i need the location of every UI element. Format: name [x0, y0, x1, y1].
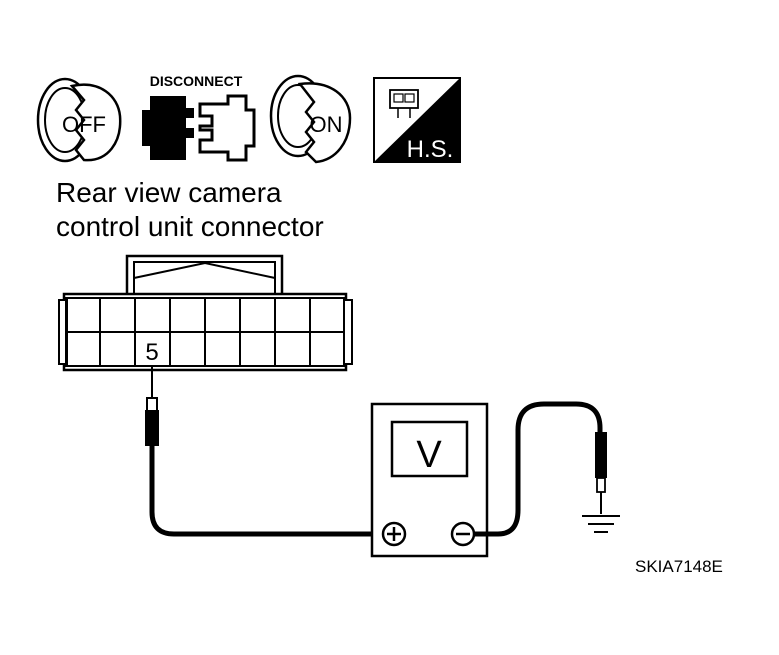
- connector-title-line2: control unit connector: [56, 211, 324, 242]
- ignition-on-icon: ON: [269, 74, 352, 164]
- harness-side-icon: H.S.: [373, 77, 461, 163]
- positive-terminal-icon: [381, 521, 407, 547]
- ignition-off-label: OFF: [62, 112, 106, 137]
- ground-icon: [582, 515, 620, 533]
- connector-title-line1: Rear view camera: [56, 177, 282, 208]
- ignition-off-icon: OFF: [36, 77, 122, 163]
- ignition-on-label: ON: [310, 112, 343, 137]
- connector-title: Rear view camera control unit connector: [56, 176, 324, 244]
- harness-side-label: H.S.: [407, 136, 454, 163]
- voltmeter: V: [370, 402, 489, 558]
- connector: 5: [58, 254, 353, 372]
- disconnect-icon: DISCONNECT: [142, 73, 256, 162]
- positive-lead-wire: [149, 446, 372, 537]
- meter-display-label: V: [416, 434, 442, 476]
- connector-terminal-grid: [65, 297, 345, 367]
- terminal-number: 5: [145, 339, 158, 366]
- positive-probe: [145, 366, 159, 446]
- ground-probe: [595, 432, 607, 514]
- negative-terminal-icon: [450, 521, 476, 547]
- figure-code: SKIA7148E: [635, 557, 723, 576]
- negative-lead-wire: [474, 401, 603, 537]
- disconnect-label: DISCONNECT: [150, 73, 243, 89]
